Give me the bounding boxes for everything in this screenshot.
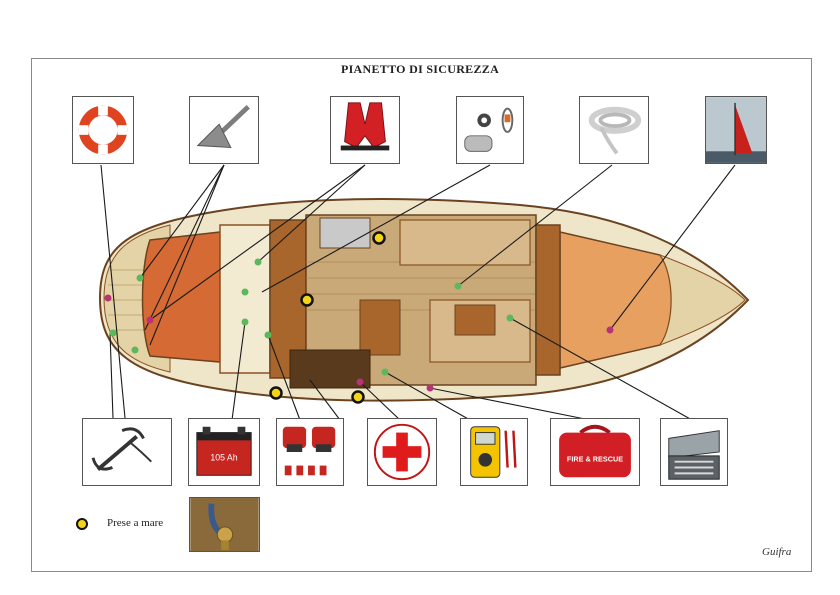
seacock-photo: [190, 498, 259, 551]
battery-label: 105 Ah: [210, 453, 237, 463]
toolbox-icon: [661, 419, 727, 485]
sail-box: [705, 96, 767, 164]
head-compartment: [220, 225, 270, 373]
rescuebag-box: FIRE & RESCUE: [550, 418, 640, 486]
battery-icon: 105 Ah: [189, 419, 259, 485]
plow-anchor-box: [189, 96, 259, 164]
lifebuoy-box: [72, 96, 134, 164]
grapnel-box: [82, 418, 172, 486]
toolcase-box: [660, 418, 728, 486]
galley-sink: [320, 218, 370, 248]
lifejacket-box: [330, 96, 400, 164]
first-aid-icon: [368, 419, 436, 485]
multimeter-icon: [461, 419, 527, 485]
switches-box: [276, 418, 344, 486]
nav-station: [360, 300, 400, 355]
life-jacket-icon: [331, 97, 399, 163]
saloon-table: [455, 305, 495, 335]
spares-box: [456, 96, 524, 164]
fire-rescue-bag-icon: FIRE & RESCUE: [551, 419, 639, 485]
lifebuoy-icon: [73, 97, 133, 163]
spare-parts-icon: [457, 97, 523, 163]
battery-switch-icon: [277, 419, 343, 485]
saloon-settee-port: [400, 220, 530, 265]
seacock-legend-marker: [76, 518, 88, 530]
rope-box: [579, 96, 649, 164]
legend-label: Prese a mare: [107, 517, 163, 529]
author-signature: Guifra: [762, 546, 791, 558]
battery-box: 105 Ah: [188, 418, 260, 486]
mooring-rope-icon: [580, 97, 648, 163]
rescue-bag-label: FIRE & RESCUE: [567, 455, 623, 464]
seacock-photo-box: [189, 497, 260, 552]
storm-sail-icon: [706, 97, 766, 163]
grapnel-anchor-icon: [83, 419, 171, 485]
plow-anchor-icon: [190, 97, 258, 163]
aft-bulkhead: [536, 225, 560, 375]
firstaid-box: [367, 418, 437, 486]
multimeter-box: [460, 418, 528, 486]
